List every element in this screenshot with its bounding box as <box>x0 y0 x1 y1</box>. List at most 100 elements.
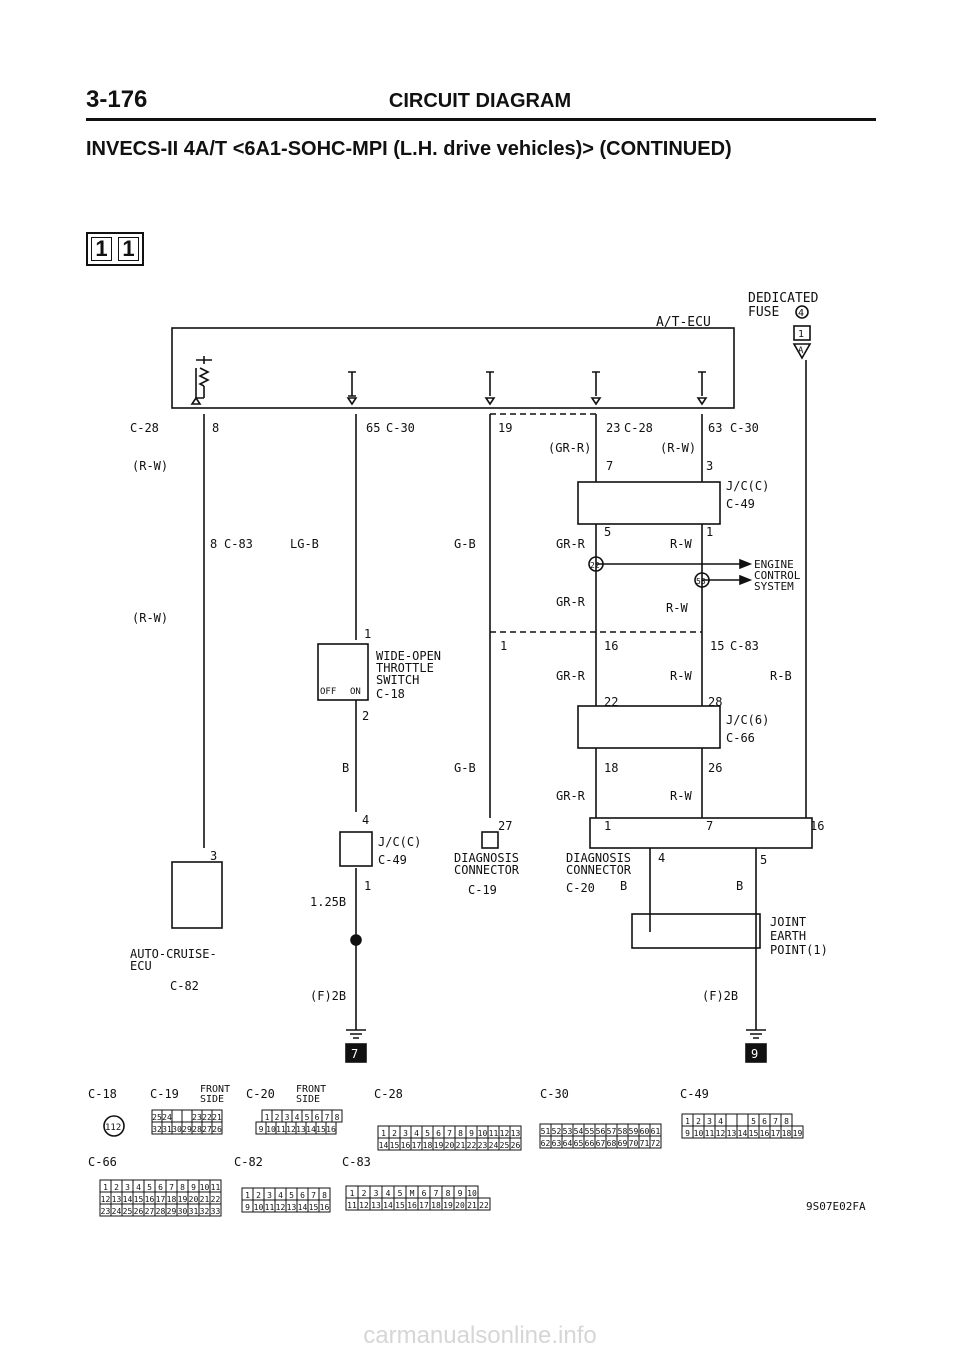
connector-pin-number: 53 <box>563 1127 573 1136</box>
connector-pin-number: 12 <box>286 1125 296 1134</box>
pin-c20-7: 7 <box>706 819 713 833</box>
label-c83-2: C-83 <box>730 639 759 653</box>
page-header: 3-176 CIRCUIT DIAGRAM INVECS-II 4A/T <6A… <box>0 0 960 266</box>
connector-pin-number: 13 <box>511 1129 521 1138</box>
front-1: FRONT <box>200 1084 230 1095</box>
connector-pin-number: 67 <box>596 1139 606 1148</box>
connector-pin-number: 68 <box>607 1139 617 1148</box>
connector-pin-number: 2 <box>114 1183 119 1192</box>
connector-pin-number: 5 <box>425 1129 430 1138</box>
connector-pin-number: 16 <box>760 1129 770 1138</box>
connector-pin-number: 19 <box>178 1195 188 1204</box>
connector-pin-number: 11 <box>347 1201 357 1210</box>
connector-pin-number: 7 <box>169 1183 174 1192</box>
connector-pin-number: 4 <box>718 1117 723 1126</box>
wire-rw: (R-W) <box>132 459 168 473</box>
connector-pin-number: 14 <box>379 1141 389 1150</box>
connector-pin-number: 10 <box>478 1129 488 1138</box>
connector-pin-number: 65 <box>574 1139 584 1148</box>
pin-tw-4: 4 <box>362 813 369 827</box>
label-c18: C-18 <box>376 687 405 701</box>
connector-pin-number: 63 <box>552 1139 562 1148</box>
connector-pin-number: 3 <box>707 1117 712 1126</box>
connector-pin-number: 33 <box>211 1207 221 1216</box>
connector-pin-number: 14 <box>383 1201 393 1210</box>
connector-pin-number: 11 <box>211 1183 221 1192</box>
legend-c66: C-66 <box>88 1155 117 1169</box>
label-c66: C-66 <box>726 731 755 745</box>
connector-pin-number: 4 <box>414 1129 419 1138</box>
connector-pin-number: 26 <box>134 1207 144 1216</box>
connector-pin-number: 66 <box>585 1139 595 1148</box>
connector-pin-number: 22 <box>467 1141 477 1150</box>
connector-pin-cell <box>509 1137 522 1151</box>
connector-pin-number: 3 <box>267 1191 272 1200</box>
connector-pin-number: 1 <box>103 1183 108 1192</box>
connector-pin-number: 1 <box>350 1189 355 1198</box>
front-3: FRONT <box>296 1084 326 1095</box>
connector-pin-number: 30 <box>172 1125 182 1134</box>
pin-19: 19 <box>498 421 512 435</box>
pin-5: 5 <box>604 525 611 539</box>
connector-pin-number: 1 <box>245 1191 250 1200</box>
connector-pin-number: 4 <box>278 1191 283 1200</box>
page-title: CIRCUIT DIAGRAM <box>388 90 572 112</box>
connector-pin-number: 11 <box>705 1129 715 1138</box>
connector-pin-number: 13 <box>371 1201 381 1210</box>
connector-pin-number: 29 <box>167 1207 177 1216</box>
connector-pin-number: 32 <box>152 1125 162 1134</box>
wot-switch-box <box>317 643 369 701</box>
connector-pin-number: 14 <box>298 1203 308 1212</box>
connector-pin-number: 18 <box>431 1201 441 1210</box>
pin-83-8: 8 <box>210 537 217 551</box>
connector-pin-number: 14 <box>306 1125 316 1134</box>
earth-num-7: 7 <box>351 1047 358 1061</box>
pin-19-1: 1 <box>500 639 507 653</box>
connector-pin-number: 8 <box>458 1129 463 1138</box>
legend-c19: C-19 <box>150 1087 179 1101</box>
connector-pin-number: 27 <box>202 1125 212 1134</box>
connector-pin-number: 24 <box>489 1141 499 1150</box>
connector-pin-number: 21 <box>456 1141 466 1150</box>
connector-pin-number: 15 <box>749 1129 759 1138</box>
connector-pin-number: 9 <box>191 1183 196 1192</box>
legend-c82: C-82 <box>234 1155 263 1169</box>
connector-pin-number: 12 <box>716 1129 726 1138</box>
engine-label-3: SYSTEM <box>754 580 794 593</box>
connector-pin-number: 19 <box>434 1141 444 1150</box>
connector-pin-number: 29 <box>182 1125 192 1134</box>
pin-3: 3 <box>706 459 713 473</box>
wire-grr-5: GR-R <box>556 789 586 803</box>
connector-pin-number: 16 <box>401 1141 411 1150</box>
auto-cruise-box <box>171 861 223 929</box>
wire-grr: (GR-R) <box>548 441 591 455</box>
wot-label-3: SWITCH <box>376 673 419 687</box>
page-number: 3-176 <box>86 86 148 113</box>
wire-grr-3: GR-R <box>556 595 586 609</box>
connector-pin-cell <box>209 1203 222 1217</box>
joint-label-1: JOINT <box>770 915 806 929</box>
connector-pin-number: 10 <box>200 1183 210 1192</box>
wot-off: OFF <box>320 687 336 697</box>
connector-pin-number: 11 <box>265 1203 275 1212</box>
connector-pin-number: 23 <box>101 1207 111 1216</box>
pin-8: 8 <box>212 421 219 435</box>
label-c28: C-28 <box>130 421 159 435</box>
connector-pin-number: 17 <box>156 1195 166 1204</box>
earth-box-left <box>345 1043 367 1063</box>
pin-26: 26 <box>708 761 722 775</box>
fuse-box-symbol <box>793 325 811 341</box>
connector-pin-number: 19 <box>793 1129 803 1138</box>
connector-pin-number: 17 <box>412 1141 422 1150</box>
wire-lgb: LG-B <box>290 537 319 551</box>
wire-f2b-2: (F)2B <box>702 989 738 1003</box>
connector-pin-number: 15 <box>390 1141 400 1150</box>
connector-pin-cell <box>181 1109 193 1123</box>
connector-pin-number: 15 <box>309 1203 319 1212</box>
connector-pin-number: 11 <box>489 1129 499 1138</box>
connector-pin-number: 64 <box>563 1139 573 1148</box>
connector-pin-number: 10 <box>467 1189 477 1198</box>
connector-pin-number: 56 <box>596 1127 606 1136</box>
engine-arrows <box>739 558 753 586</box>
earth-box-right <box>745 1043 767 1063</box>
